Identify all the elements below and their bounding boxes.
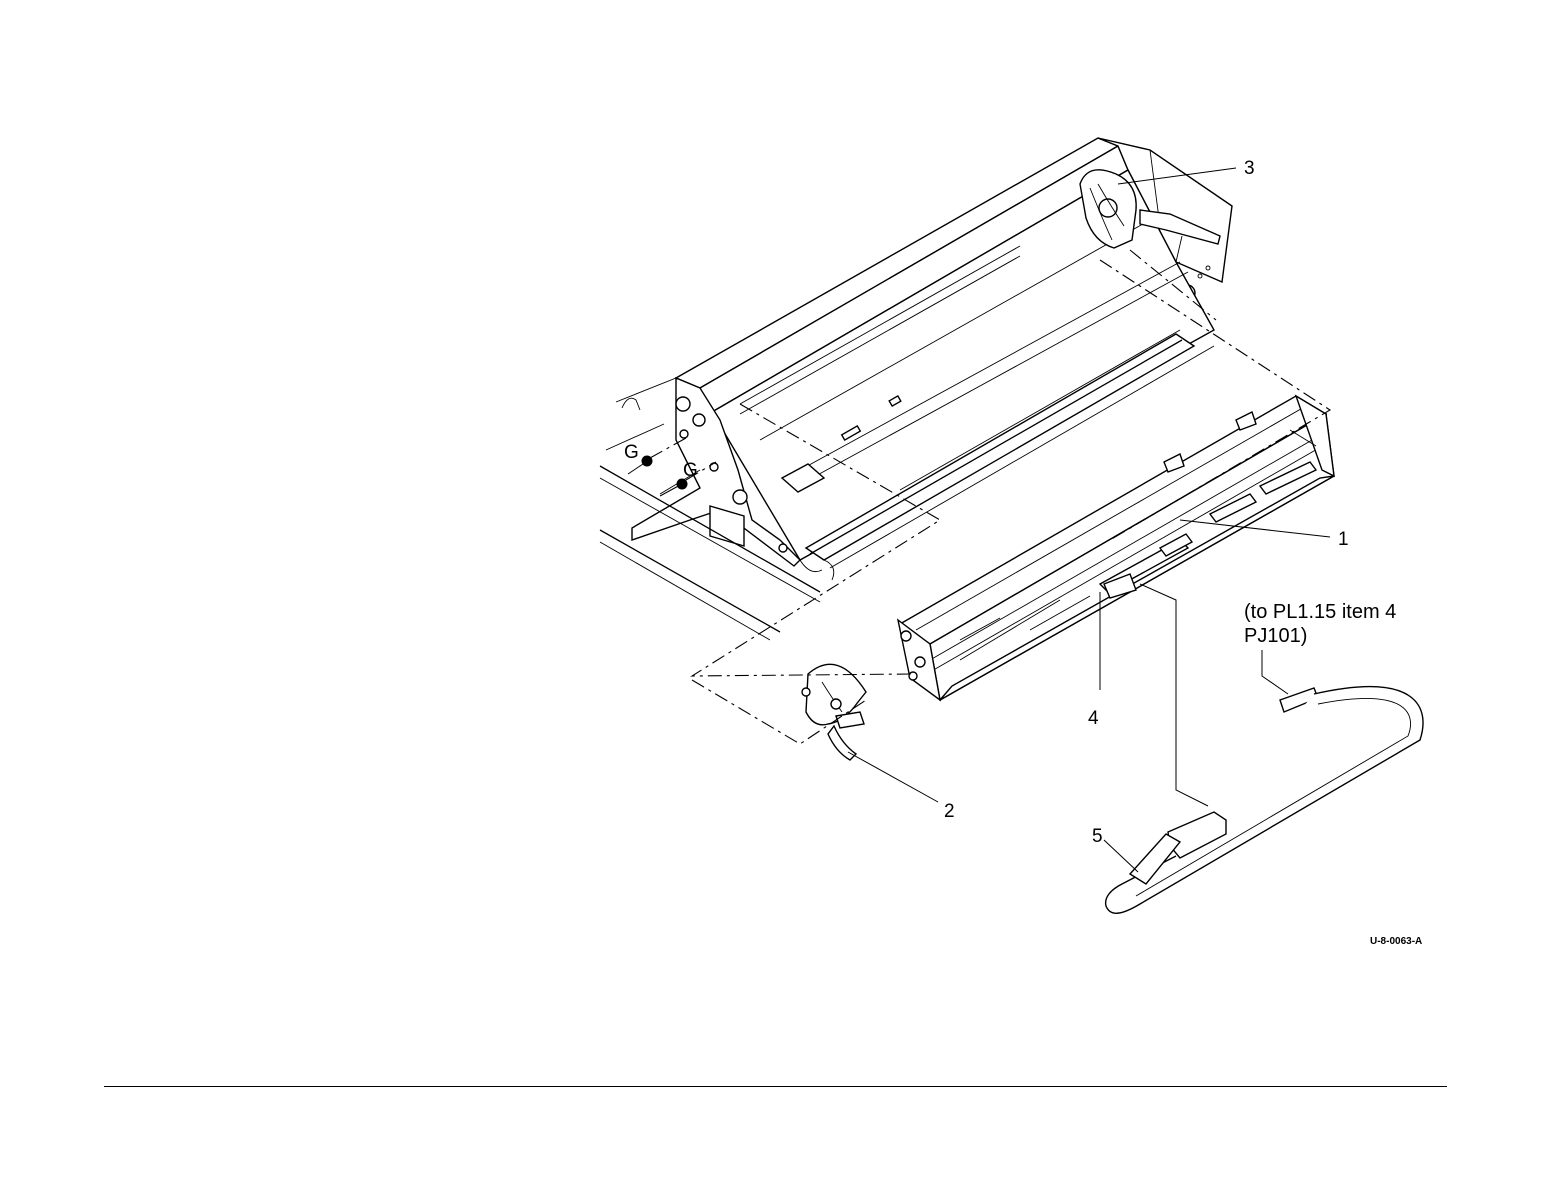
figure-id: U-8-0063-A [1370, 936, 1422, 947]
connector-note-line-2: PJ101) [1244, 625, 1307, 647]
callout-1: 1 [1338, 529, 1349, 550]
callout-2: 2 [944, 801, 955, 822]
ground-label-2: G [683, 460, 698, 481]
part-2-cam-disc [802, 664, 866, 760]
callout-5: 5 [1092, 826, 1103, 847]
callout-3: 3 [1244, 158, 1255, 179]
footer-divider [104, 1086, 1447, 1087]
callout-4: 4 [1088, 708, 1099, 729]
part-5-harness [1106, 687, 1423, 914]
ground-label-1: G [624, 442, 639, 463]
connector-note-line-1: (to PL1.15 item 4 [1244, 601, 1396, 623]
